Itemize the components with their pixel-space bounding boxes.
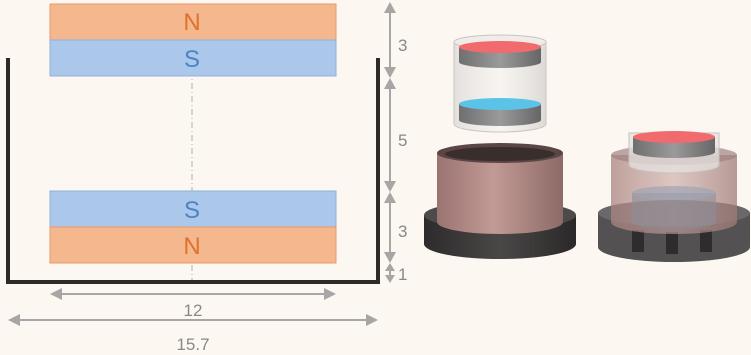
vertical-dimensions: 3 5 3 1 (384, 2, 407, 284)
inner-red-magnet-face (633, 131, 715, 143)
arrowhead (50, 288, 62, 300)
arrowhead (385, 275, 395, 283)
dim-label-bottom-magnet: 3 (398, 222, 407, 241)
dim-magnet-width: 12 (50, 288, 336, 320)
arrowhead (384, 67, 396, 78)
top-south-label: S (184, 46, 200, 73)
render-assembled (598, 131, 750, 262)
bottom-magnet-north-half (49, 226, 337, 264)
sleeve-body (437, 153, 563, 234)
arrowhead (384, 2, 396, 13)
dim-label-gap: 5 (398, 131, 407, 150)
dim-label-container-width: 15.7 (176, 335, 209, 354)
base-slot (666, 232, 678, 254)
container-wall (6, 58, 380, 284)
arrowhead (384, 252, 396, 263)
top-magnet-south-half (49, 39, 337, 77)
blue-magnet-disc (459, 104, 541, 126)
inner-lower-magnet (632, 193, 716, 229)
arrowhead (385, 263, 395, 271)
bottom-north-label: N (183, 233, 200, 260)
arrowhead (384, 192, 396, 203)
top-north-label: N (183, 9, 200, 36)
arrowhead (8, 314, 20, 326)
red-magnet-face (459, 41, 541, 53)
arrowhead (384, 78, 396, 89)
render-magnet-capsule (453, 34, 547, 133)
dim-label-base: 1 (398, 265, 407, 284)
top-magnet: N S (49, 3, 337, 77)
dim-label-top-magnet: 3 (398, 36, 407, 55)
inner-red-magnet (633, 137, 715, 158)
render-sleeve-assembly (424, 143, 576, 259)
cross-section: N S S N 3 5 3 1 (6, 2, 407, 354)
top-magnet-north-half (49, 3, 337, 41)
blue-magnet-face (459, 98, 541, 110)
dim-container-width: 15.7 (8, 314, 378, 354)
dim-label-magnet-width: 12 (184, 301, 203, 320)
red-magnet-disc (459, 47, 541, 68)
arrowhead (384, 181, 396, 192)
bottom-magnet-south-half (49, 190, 337, 228)
sleeve-bore (445, 147, 555, 161)
base-slot (700, 230, 712, 252)
base-slot (632, 230, 644, 252)
bottom-south-label: S (184, 197, 200, 224)
arrowhead (324, 288, 336, 300)
inner-lower-magnet-top (632, 186, 716, 200)
arrowhead (366, 314, 378, 326)
bottom-magnet: S N (49, 190, 337, 264)
